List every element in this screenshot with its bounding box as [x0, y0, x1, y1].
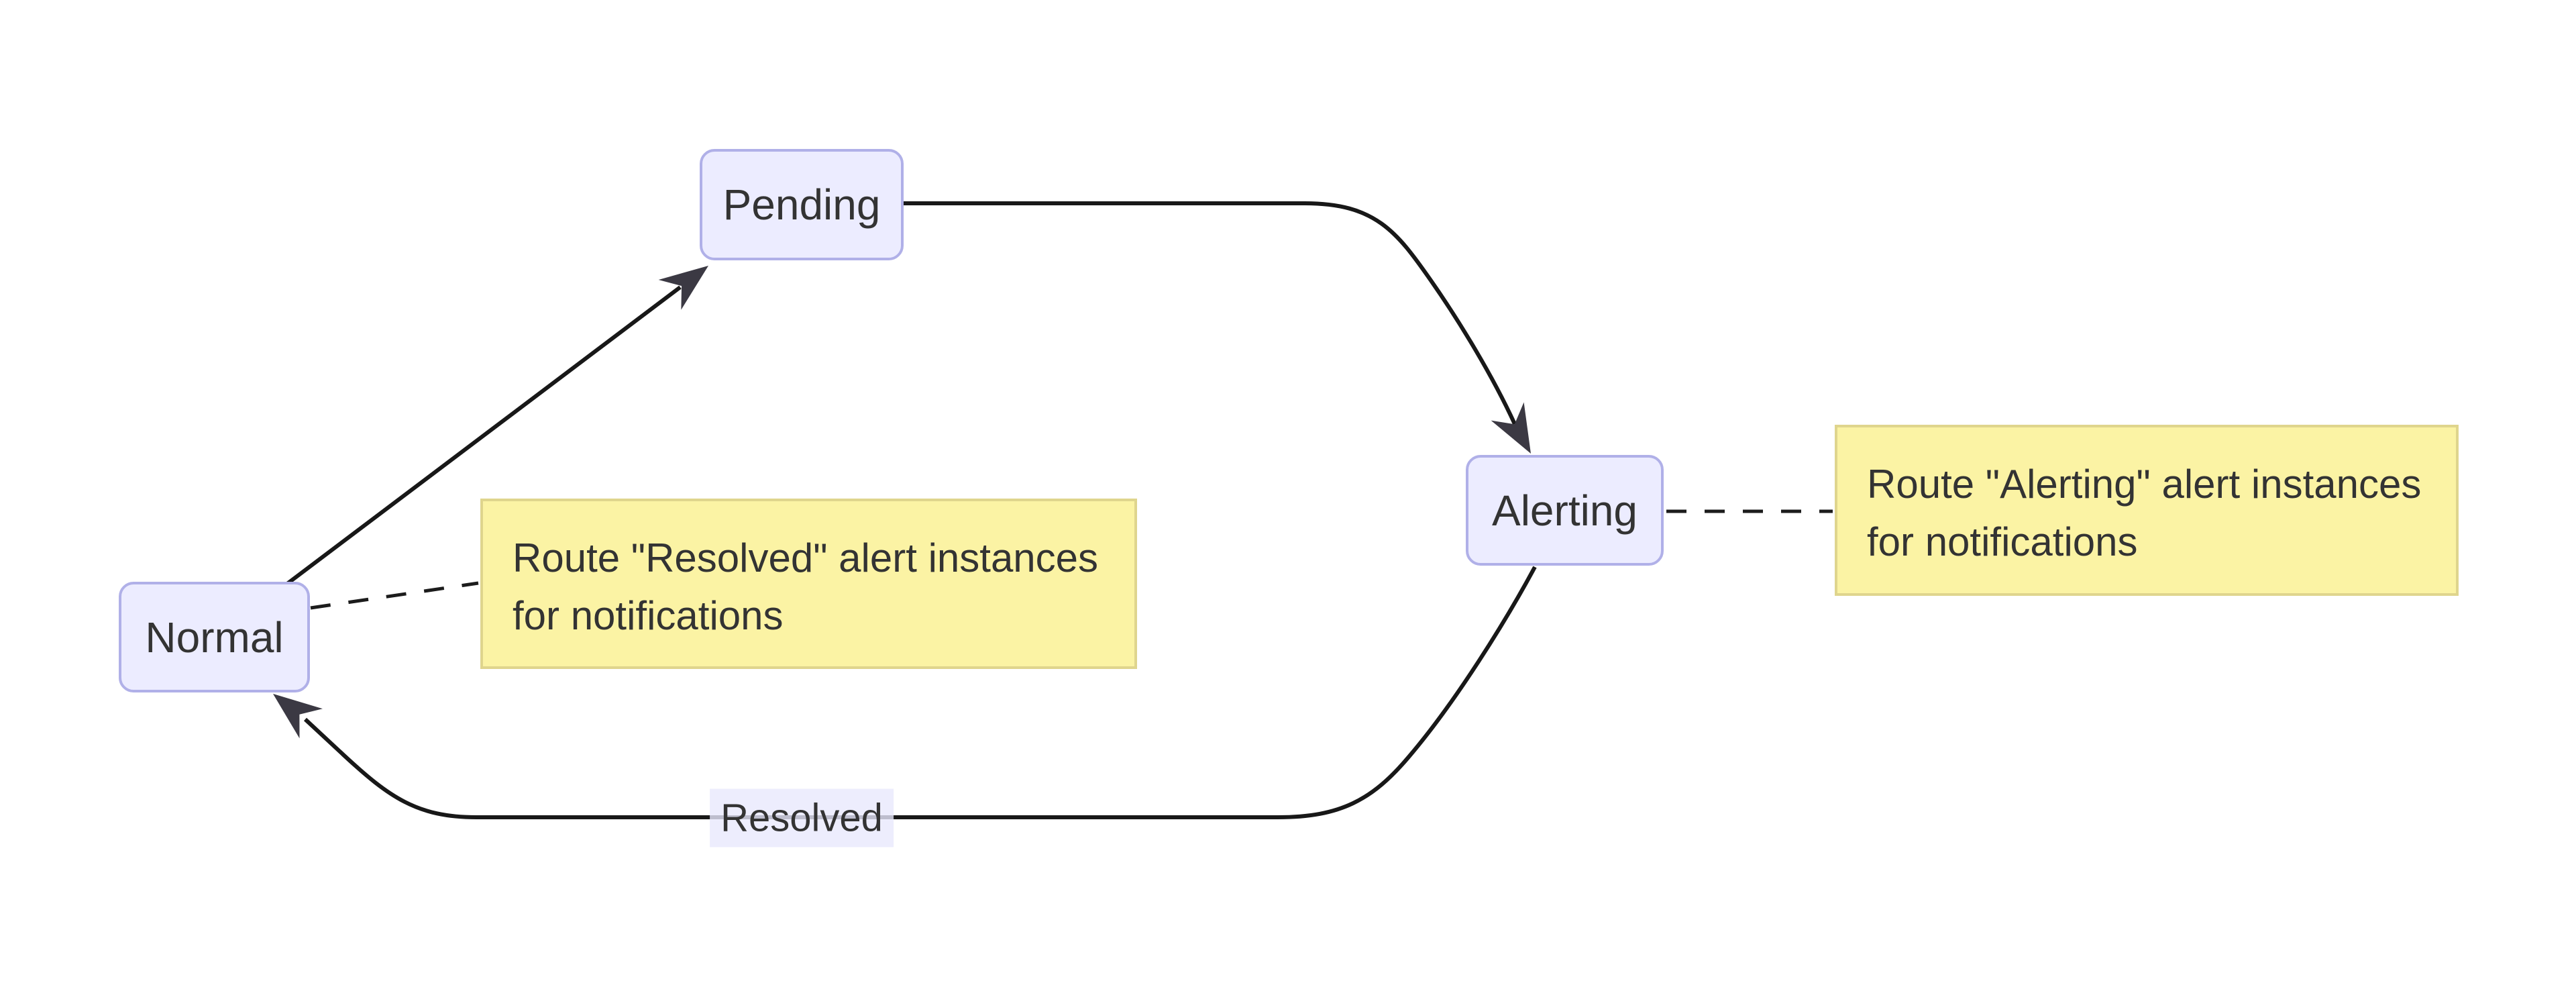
note-alerting-line-1: Route "Alerting" alert instances — [1867, 462, 2422, 507]
state-node-alerting-label: Alerting — [1492, 486, 1638, 535]
note-resolved-line-1: Route "Resolved" alert instances — [513, 535, 1099, 580]
edge-label-resolved: Resolved — [710, 788, 894, 847]
note-alerting-routing: Route "Alerting" alert instances for not… — [1835, 425, 2459, 596]
arrowhead-into-alerting — [1491, 402, 1531, 454]
connector-normal-to-note — [310, 581, 479, 610]
note-resolved-routing: Route "Resolved" alert instances for not… — [480, 499, 1137, 669]
state-node-pending: Pending — [700, 149, 904, 260]
state-node-normal: Normal — [119, 582, 310, 692]
note-resolved-line-2: for notifications — [513, 593, 784, 638]
note-alerting-line-2: for notifications — [1867, 519, 2138, 564]
edge-pending-to-alerting — [904, 201, 1517, 425]
state-node-normal-label: Normal — [145, 613, 284, 662]
state-node-pending-label: Pending — [722, 180, 881, 229]
state-node-alerting: Alerting — [1466, 455, 1664, 566]
